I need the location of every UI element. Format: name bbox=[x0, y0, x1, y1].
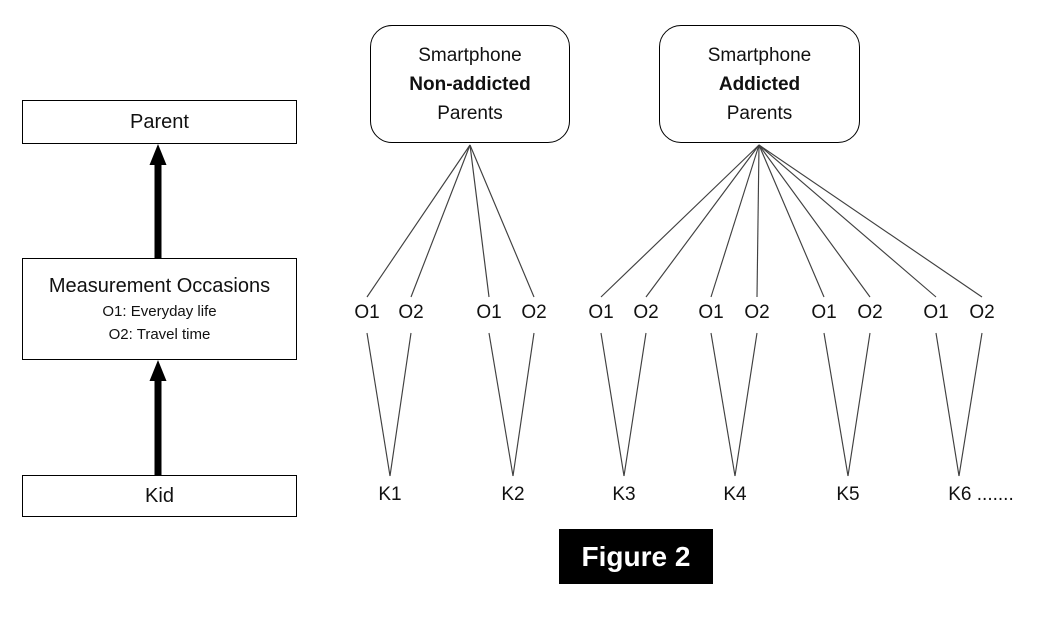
right-fan-lines bbox=[600, 144, 983, 298]
occasion-label-k2-o1: O1 bbox=[476, 302, 502, 323]
occasion-label-k3-o1: O1 bbox=[588, 302, 614, 323]
kid-label-k5: K5 bbox=[836, 484, 860, 505]
kid-label-k4: K4 bbox=[723, 484, 747, 505]
occasion-definition-o1: O1: Everyday life bbox=[102, 303, 217, 320]
occasion-label-k3-o2: O2 bbox=[633, 302, 659, 323]
occasion-to-kid-lines bbox=[366, 332, 983, 477]
occasion-label-k5-o2: O2 bbox=[857, 302, 883, 323]
upward-arrow-kid-to-mo bbox=[149, 360, 167, 475]
kid-label-k2: K2 bbox=[501, 484, 525, 505]
group-line-emphasis: Addicted bbox=[718, 73, 801, 95]
group-line: Parents bbox=[437, 102, 503, 124]
kid-label-k1: K1 bbox=[378, 484, 402, 505]
occasion-definition-o2: O2: Travel time bbox=[108, 326, 211, 343]
occasion-label-k2-o2: O2 bbox=[521, 302, 547, 323]
group-box-nonaddicted-parents: Smartphone Non-addicted Parents bbox=[370, 25, 570, 143]
group-box-addicted-parents: Smartphone Addicted Parents bbox=[659, 25, 860, 143]
group-line-emphasis: Non-addicted bbox=[409, 73, 531, 95]
measurement-occasions-title: Measurement Occasions bbox=[48, 275, 271, 297]
occasion-label-k5-o1: O1 bbox=[811, 302, 837, 323]
measurement-occasions-box: Measurement Occasions O1: Everyday life … bbox=[22, 258, 297, 360]
left-fan-lines bbox=[366, 144, 535, 298]
occasion-label-k4-o2: O2 bbox=[744, 302, 770, 323]
upward-arrow-mo-to-parent bbox=[149, 144, 167, 258]
occasion-label-k1-o2: O2 bbox=[398, 302, 424, 323]
kid-box: Kid bbox=[22, 475, 297, 517]
figure-caption: Figure 2 bbox=[559, 529, 713, 584]
kid-label-k6: K6 ....... bbox=[948, 484, 1014, 505]
kid-box-label: Kid bbox=[145, 484, 174, 507]
occasion-label-k1-o1: O1 bbox=[354, 302, 380, 323]
occasion-label-k4-o1: O1 bbox=[698, 302, 724, 323]
occasion-label-k6-o1: O1 bbox=[923, 302, 949, 323]
group-line: Smartphone bbox=[418, 44, 522, 66]
parent-box-label: Parent bbox=[130, 110, 189, 133]
group-line: Smartphone bbox=[707, 44, 812, 66]
figure-caption-text: Figure 2 bbox=[581, 540, 691, 572]
parent-box: Parent bbox=[22, 100, 297, 144]
kid-label-k3: K3 bbox=[612, 484, 636, 505]
occasion-label-k6-o2: O2 bbox=[969, 302, 995, 323]
group-line: Parents bbox=[726, 102, 793, 124]
